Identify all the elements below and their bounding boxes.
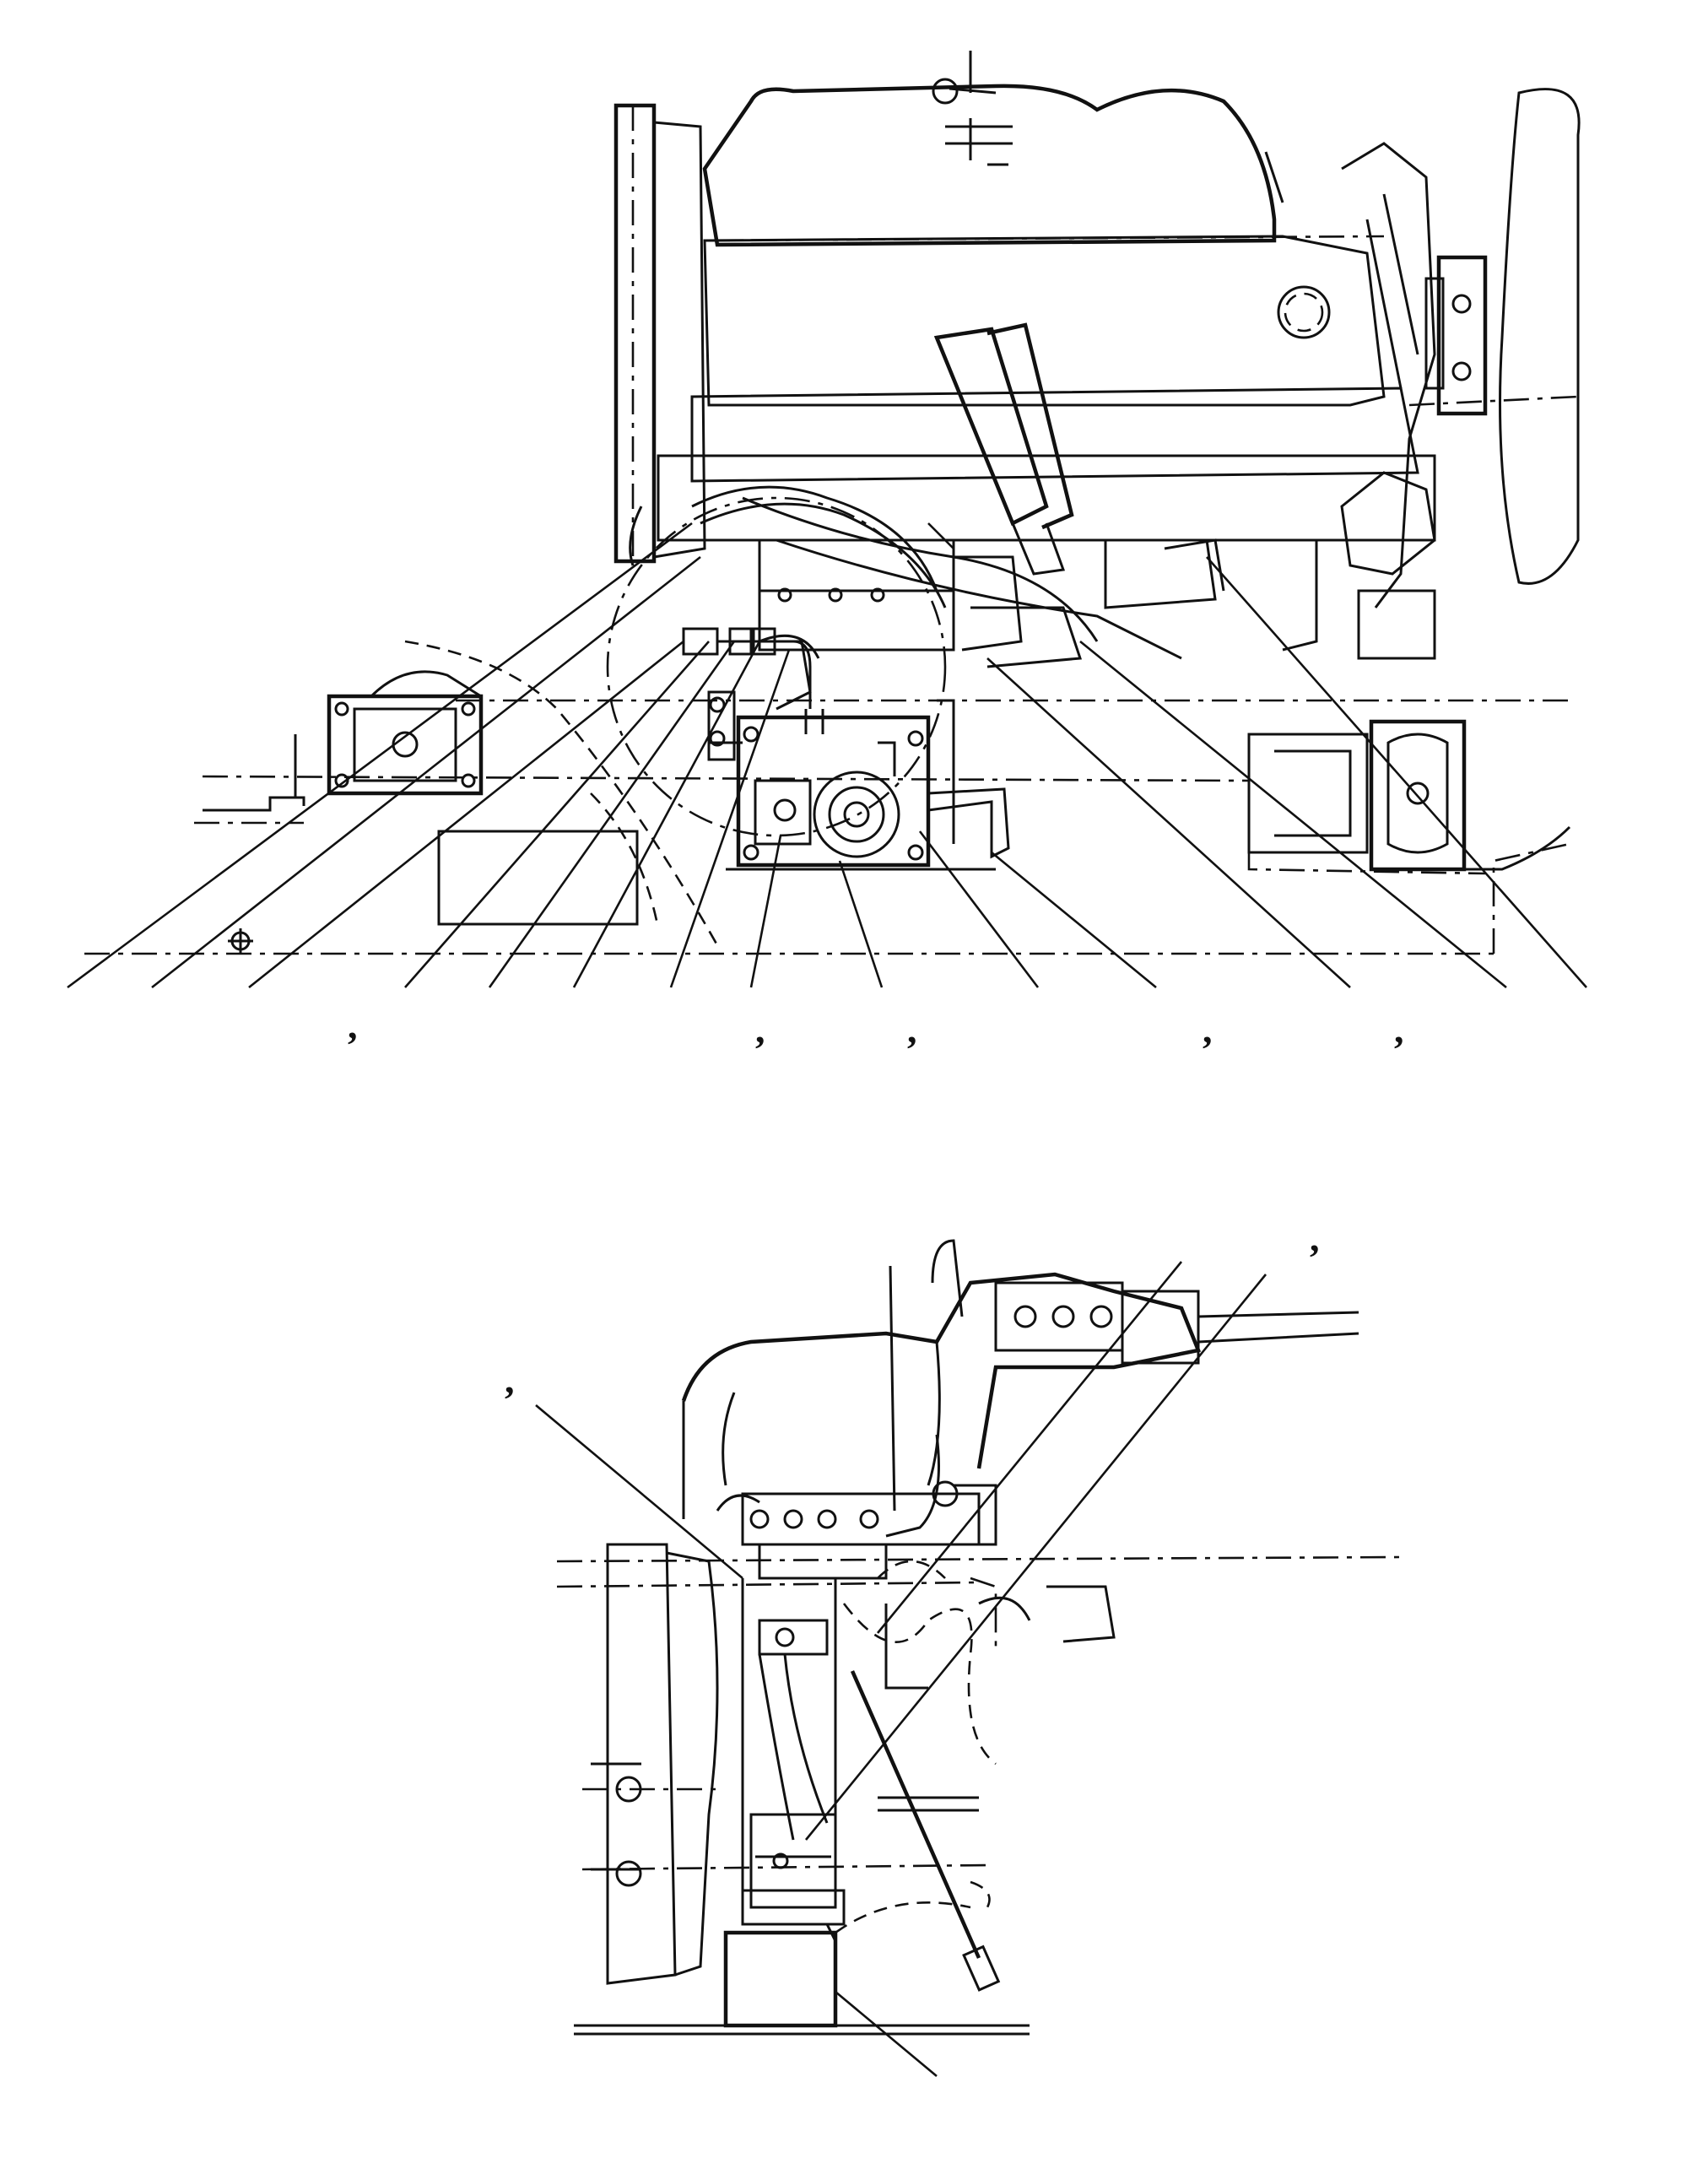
comma-mark: , xyxy=(1310,1216,1320,1259)
engine-block xyxy=(657,51,1436,542)
leader-line xyxy=(927,522,954,549)
sensor-wire xyxy=(850,1670,981,1959)
bellhousing-frame xyxy=(613,103,706,566)
right-engine-mount xyxy=(1247,719,1467,872)
engine-top-outline xyxy=(681,1239,1359,1519)
lower-comma-marks: , , xyxy=(505,1216,1320,1401)
comma-mark: , xyxy=(755,1008,765,1051)
injection-pump xyxy=(758,538,1083,668)
lower-engine-end-view: , , xyxy=(505,1216,1402,2077)
comma-mark: , xyxy=(1203,1008,1213,1051)
sensor xyxy=(962,1944,1001,1992)
leader-line xyxy=(749,835,782,988)
leader-line xyxy=(535,1404,743,1579)
gearbox-block xyxy=(716,1480,997,1580)
leader-line xyxy=(804,1274,1267,1841)
left-engine-mount xyxy=(327,670,484,796)
fitting xyxy=(728,627,753,656)
leader-line xyxy=(488,641,736,988)
leader-line xyxy=(572,641,761,988)
leader-line xyxy=(835,1991,938,2077)
leader-line xyxy=(1206,556,1587,988)
right-housing xyxy=(842,1560,1116,1812)
upper-leader-lines xyxy=(67,522,1587,989)
breather-pipe xyxy=(885,1434,940,1538)
leader-line xyxy=(876,1261,1183,1634)
front-pulley-fan xyxy=(1341,88,1581,608)
comma-mark: , xyxy=(1394,1008,1404,1051)
fitting xyxy=(752,627,776,656)
leader-line xyxy=(1079,640,1507,989)
lower-frame-lines xyxy=(574,1788,1030,2036)
comma-mark: , xyxy=(348,1003,358,1047)
leader-line xyxy=(67,522,693,989)
comma-mark: , xyxy=(907,1008,917,1051)
leader-line xyxy=(248,640,684,989)
side-housing xyxy=(556,1543,1402,1985)
lower-leader-lines xyxy=(535,1261,1267,2077)
leader-line xyxy=(838,860,884,988)
comma-mark: , xyxy=(505,1358,515,1401)
pump-flange xyxy=(743,1923,837,1942)
leader-line xyxy=(986,657,1351,988)
leader-line xyxy=(918,830,1040,988)
bottom-pump xyxy=(723,1930,838,2028)
center-column xyxy=(741,1578,846,1926)
leader-line xyxy=(991,851,1157,989)
alternator-cluster xyxy=(1104,471,1436,660)
upper-comma-marks: , , , , , xyxy=(348,1003,1404,1051)
leader-line xyxy=(669,649,791,988)
exhaust-pipes xyxy=(933,322,1074,576)
fuel-line xyxy=(717,640,812,709)
leader-line xyxy=(404,641,710,988)
detail-circle xyxy=(606,496,947,837)
chassis-frame xyxy=(84,640,1571,955)
wiring-harness xyxy=(691,485,1182,711)
upper-engine-side-view: , , , , , xyxy=(67,51,1587,1051)
dipstick-line xyxy=(889,1265,896,1512)
leader-line xyxy=(151,555,701,989)
